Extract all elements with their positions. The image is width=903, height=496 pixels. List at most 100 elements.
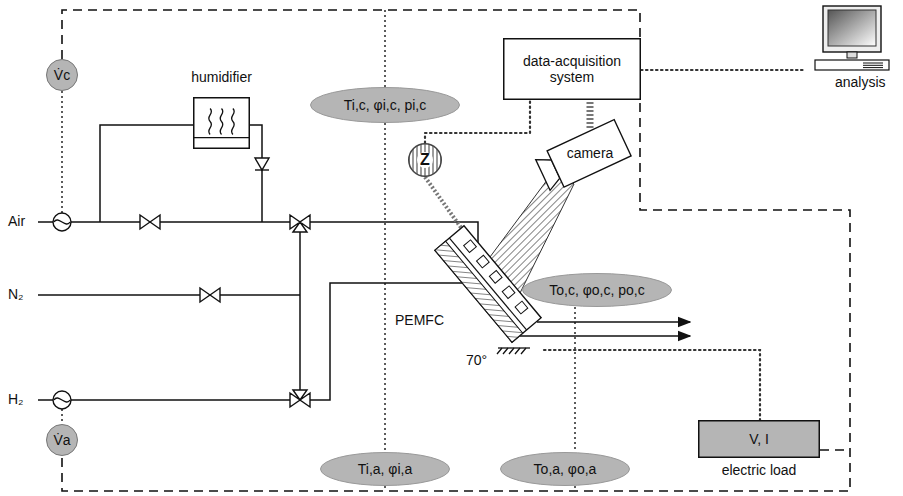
node-text: To,c, φo,c, po,c [549, 282, 644, 298]
steam-wave [220, 108, 223, 134]
dashed-bus [62, 10, 850, 491]
anode-outlet [520, 335, 690, 337]
purge-pipe [299, 222, 301, 400]
node-shape [805, 6, 893, 72]
nitrogen-pipe [38, 294, 300, 296]
node-shape [193, 97, 250, 149]
check-valve-bar [255, 169, 269, 170]
node-text: Ti,a, φi,a [358, 461, 412, 477]
ground-hatch [497, 348, 526, 354]
keyboard-key [863, 65, 883, 66]
sensor-line [61, 409, 63, 424]
node-text: V̇c [54, 67, 70, 83]
sensor-line [574, 307, 576, 452]
node-text: data-acquisition system [503, 53, 641, 85]
flow-channel [477, 255, 490, 268]
cell-stack [435, 226, 541, 342]
sensor-lines [62, 10, 575, 491]
node-caption: humidifier [191, 69, 252, 85]
flow-meter-mark [54, 398, 70, 402]
flow-sensor: V̇c [46, 59, 78, 91]
valves [140, 158, 310, 407]
three-way-valve [290, 390, 310, 407]
sensor-line [384, 123, 386, 452]
box-outline [699, 421, 820, 458]
keyboard [815, 60, 889, 70]
node-text: Ti,c, φi,c, pi,c [344, 97, 426, 113]
gas-label: N₂ [8, 286, 24, 302]
humidifier-box: humidifier [193, 97, 250, 149]
daq-box: data-acquisition system [503, 38, 641, 100]
sensor-line [574, 486, 576, 491]
monitor-frame [823, 6, 881, 52]
three-way-valve [290, 215, 310, 232]
ellipse-outline [523, 274, 672, 307]
node-caption: PEMFC [395, 312, 444, 328]
membrane [449, 238, 526, 330]
sensor-ellipse: To,a, φo,a [500, 452, 630, 486]
ellipse-outline [311, 88, 460, 123]
circle-outline [409, 144, 442, 177]
flow-meter [53, 213, 71, 231]
valve [200, 288, 220, 302]
humidifier-return [250, 125, 262, 222]
sensor-line [384, 10, 386, 87]
impedance-lead [425, 177, 462, 229]
flow-channel [489, 271, 502, 284]
hydrogen-pipe [38, 283, 463, 400]
flow-channel [515, 301, 528, 314]
flow-channel [464, 240, 477, 253]
node-text: To,a, φo,a [534, 461, 597, 477]
connector [544, 350, 760, 420]
flow-meter-mark [54, 220, 70, 224]
sensor-line [384, 486, 386, 491]
steam-wave [231, 108, 234, 134]
anode-plate [435, 241, 523, 342]
camera-outline [547, 120, 631, 188]
keyboard-key [863, 63, 883, 64]
camera: camera [548, 128, 632, 178]
valve [140, 215, 160, 229]
dashed-bus [820, 449, 850, 451]
sensor-ellipse: Ti,a, φi,a [320, 452, 450, 486]
ellipse-outline [501, 453, 630, 486]
connector [641, 69, 805, 71]
water-line [193, 137, 250, 138]
node-caption: electric load [722, 462, 797, 478]
keyboard-key [863, 67, 883, 68]
camera-body [534, 120, 631, 193]
flow-sensor: V̇a [46, 424, 78, 456]
sensor-ellipse: To,c, φo,c, po,c [522, 273, 672, 307]
node-caption: analysis [835, 74, 886, 90]
electric-load: V, Ielectric load [698, 420, 820, 458]
impedance-meter: Z [408, 143, 442, 177]
cathode-outlet [537, 321, 690, 323]
humidifier-branch [100, 125, 193, 222]
cell-body [435, 226, 541, 342]
gas-label: H₂ [8, 391, 24, 407]
steam-wave [209, 108, 212, 134]
flow-channel [502, 286, 515, 299]
flow-meter [53, 391, 71, 409]
ground-mount [497, 348, 530, 354]
node-text: camera [567, 145, 614, 161]
ellipse-outline [321, 453, 450, 486]
gas-label: Air [8, 213, 25, 229]
node-text: V̇a [53, 432, 70, 448]
connector [587, 100, 594, 128]
circle-outline [47, 60, 78, 91]
signal-frame [62, 10, 850, 491]
node-text: Z [420, 151, 430, 169]
analysis-computer: analysis [805, 6, 893, 72]
circle-outline [47, 425, 78, 456]
monitor-screen [828, 10, 876, 46]
air-pipe [38, 222, 478, 243]
check-valve [255, 158, 269, 170]
angle-label: 70° [466, 352, 487, 368]
flow-meters [53, 213, 71, 409]
box-outline [194, 98, 250, 149]
box-outline [504, 39, 641, 100]
node-text: V, I [749, 431, 769, 447]
monitor-stand [847, 52, 857, 58]
